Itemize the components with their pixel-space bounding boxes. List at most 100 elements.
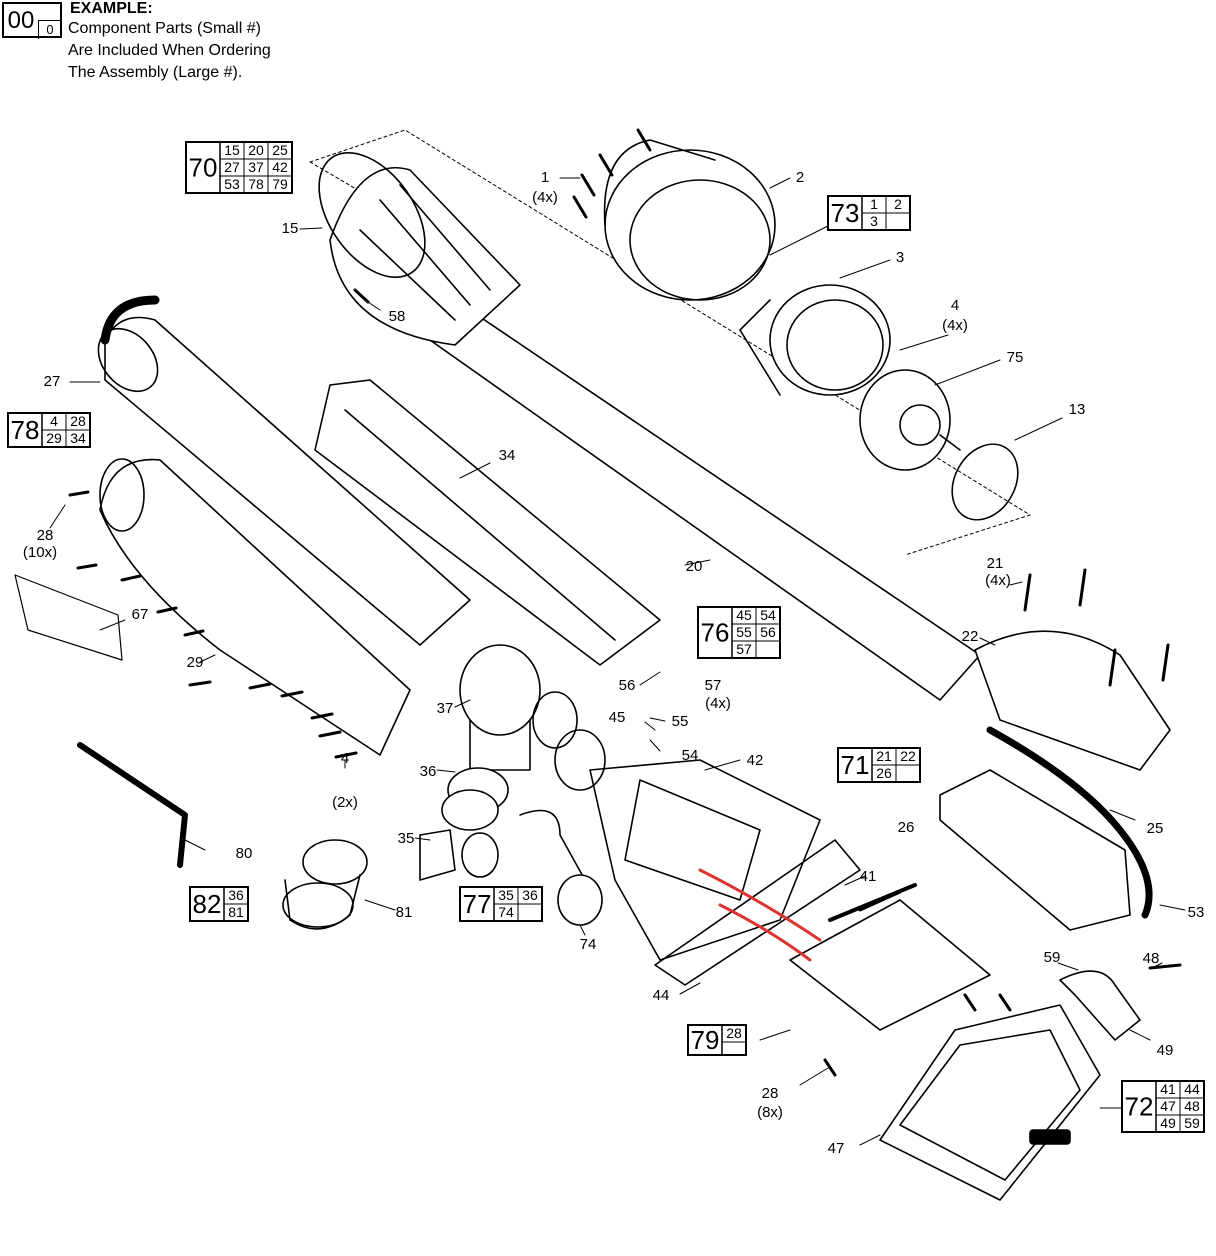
component-number: 20 [248,142,264,158]
callout-label: 80 [236,845,253,862]
callout-label: 20 [686,558,703,575]
hex-key [77,742,188,868]
handle-assembly [99,458,411,756]
component-number: 22 [900,748,916,764]
callout-label: 56 [619,677,636,694]
callout-label: 55 [672,713,689,730]
motor-assembly [859,369,961,471]
callout-label: 1 [541,169,549,186]
callout-label: 81 [396,904,413,921]
component-number: 21 [876,748,892,764]
component-number: 41 [1160,1081,1176,1097]
callout-label: 25 [1147,820,1164,837]
callout-label: 37 [437,700,454,717]
component-number: 25 [272,142,288,158]
component-number: 59 [1184,1115,1200,1131]
cable [986,726,1153,919]
label-sheet [14,574,123,661]
component-number: 2 [894,196,902,212]
component-number: 55 [736,624,752,640]
component-number: 45 [736,607,752,623]
callout-label: 15 [282,220,299,237]
assembly-number: 78 [11,415,40,445]
inlet-tube [97,295,471,646]
callout-label: (8x) [757,1104,783,1121]
callout-label: 54 [682,747,699,764]
component-number: 28 [70,413,86,429]
assembly-number: 77 [463,889,492,919]
component-number: 78 [248,176,264,192]
callout-label: 4 [951,297,959,314]
assembly-number: 72 [1125,1092,1154,1122]
component-number: 27 [224,159,240,175]
component-number: 37 [248,159,264,175]
callout-label: 57 [705,677,722,694]
callout-label: 48 [1143,950,1160,967]
component-number: 36 [522,887,538,903]
component-number: 79 [272,176,288,192]
component-number: 29 [46,430,62,446]
component-number: 15 [224,142,240,158]
component-number: 36 [228,887,244,903]
callout-label: 28 [762,1085,779,1102]
callout-label: 41 [860,868,877,885]
callout-label: 2 [796,169,804,186]
adapter-fitting [282,839,368,930]
callout-label: 36 [420,763,437,780]
motor-bell [739,284,891,396]
component-number: 53 [224,176,240,192]
callout-label: 13 [1069,401,1086,418]
callout-label: 75 [1007,349,1024,366]
component-number: 54 [760,607,776,623]
component-number: 34 [70,430,86,446]
component-number: 48 [1184,1098,1200,1114]
battery-latch [1059,970,1141,1041]
callout-label: 59 [1044,949,1061,966]
coupling-parts [419,767,509,881]
callout-label: 3 [896,249,904,266]
assembly-number: 76 [701,618,730,648]
component-number: 49 [1160,1115,1176,1131]
assembly-box-70: 70 15 20 25 27 37 42 53 78 79 [185,141,293,194]
assembly-number: 79 [691,1025,720,1055]
fan-housing [603,139,776,301]
callout-label: 44 [653,987,670,1004]
o-ring [951,443,1019,521]
component-number: 42 [272,159,288,175]
y-fitting [459,644,578,771]
callout-label: 26 [898,819,915,836]
callout-label: (4x) [985,572,1011,589]
callout-label: (10x) [23,544,57,561]
screws [68,128,1182,1077]
callout-label: (4x) [532,189,558,206]
callout-label: 67 [132,606,149,623]
callout-label: 42 [747,752,764,769]
callout-label: 58 [389,308,406,325]
assembly-number: 73 [831,198,860,228]
legend-big-number: 00 [7,7,35,34]
callout-label: 22 [962,628,979,645]
legend-example: 00 0 EXAMPLE: Component Parts (Small #) … [0,0,320,90]
legend-title: EXAMPLE: [70,0,153,17]
callout-label: (4x) [942,317,968,334]
top-collar [974,630,1171,771]
assembly-number: 71 [841,750,870,780]
legend-small-number: 0 [38,20,61,39]
component-number: 44 [1184,1081,1200,1097]
assembly-number: 82 [193,889,222,919]
callout-label: 27 [44,373,61,390]
legend-line-1: Component Parts (Small #) [68,20,261,37]
component-number: 3 [870,213,878,229]
nozzle-cone [318,152,521,346]
callout-label: 34 [499,447,516,464]
battery-housing [879,1004,1101,1201]
assembly-number: 70 [189,153,218,183]
